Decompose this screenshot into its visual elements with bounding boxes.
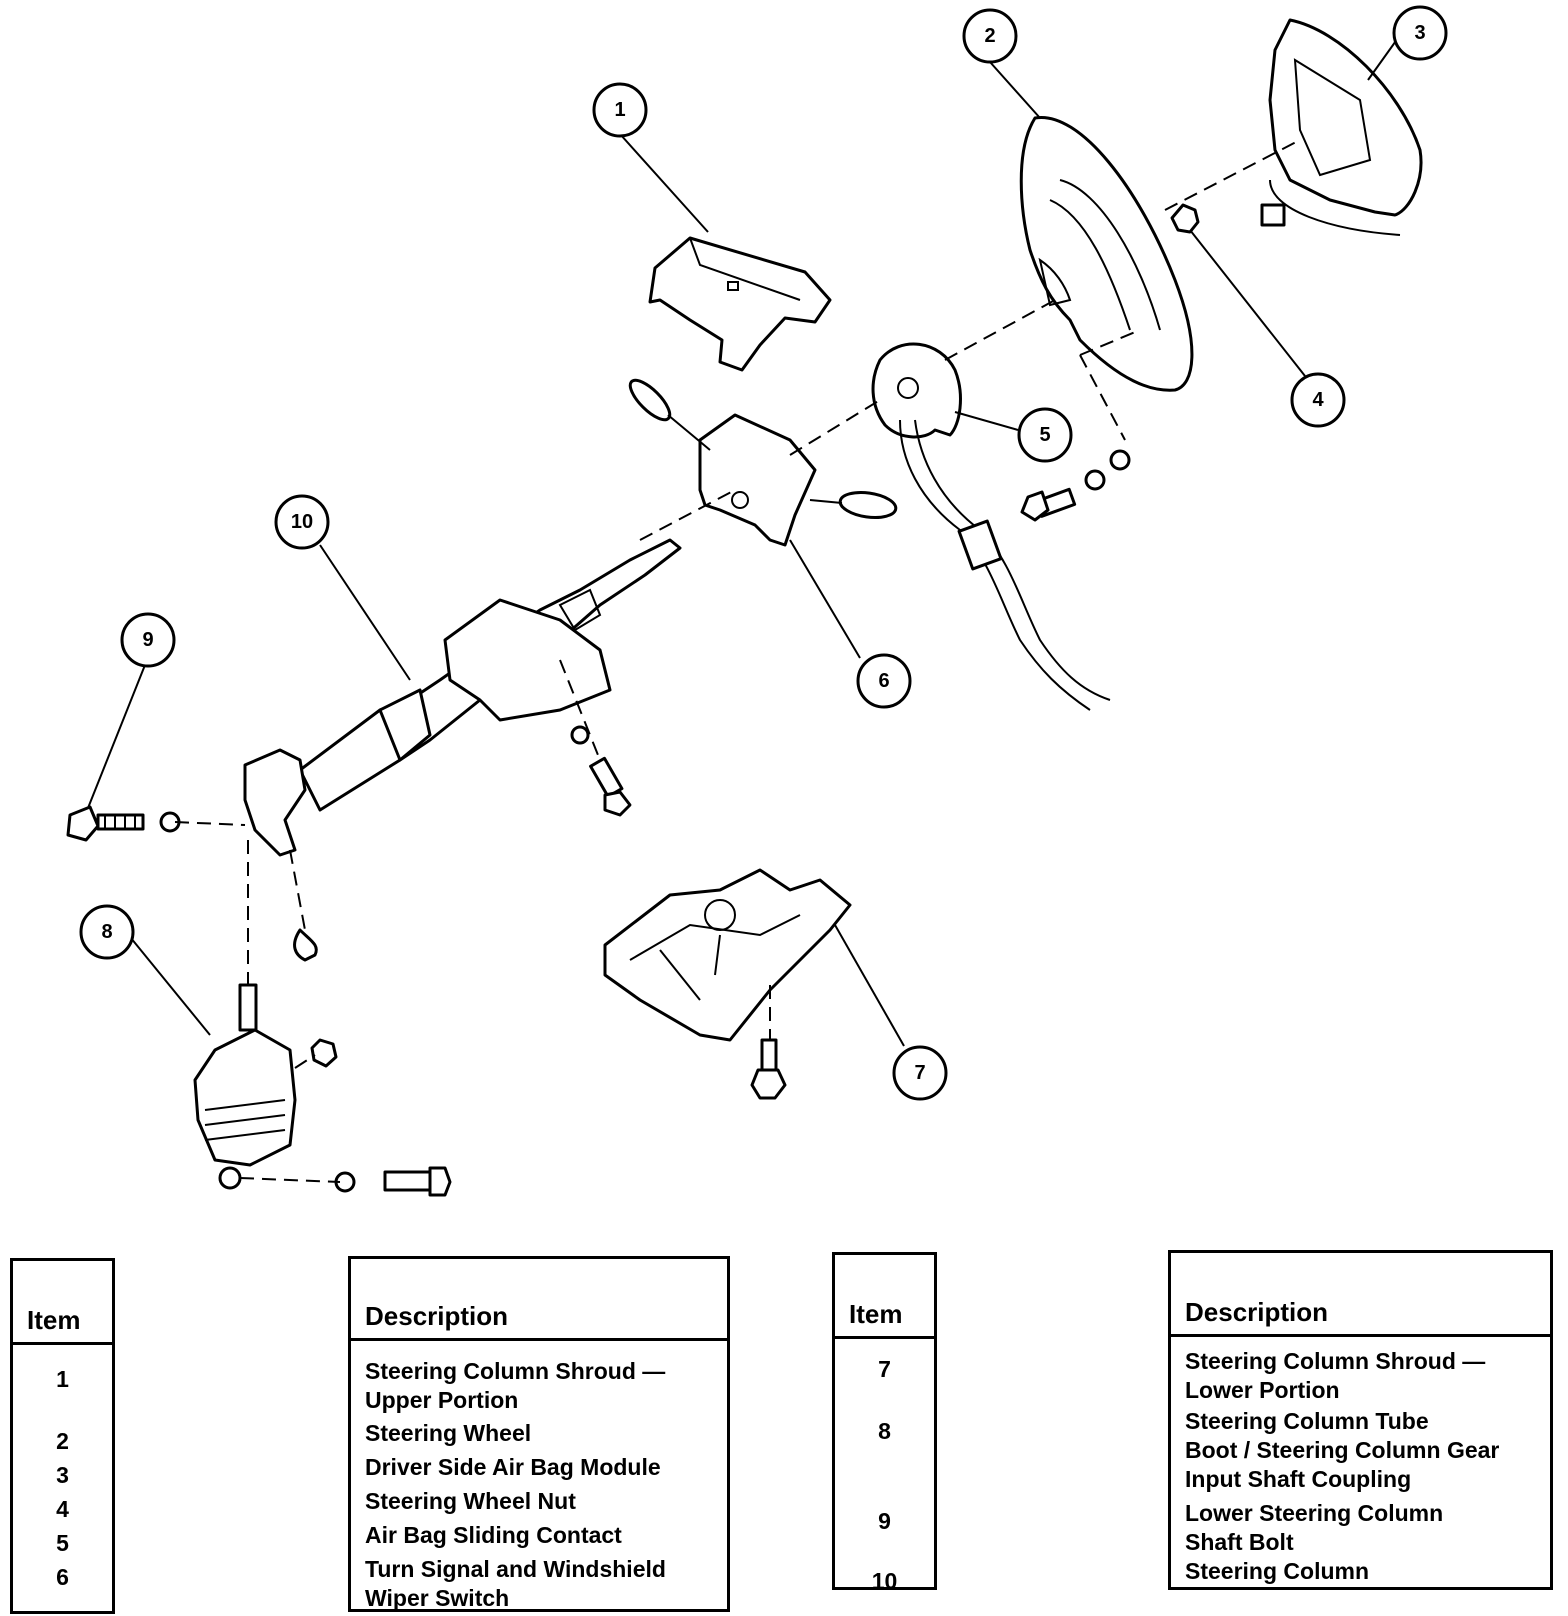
misc-fasteners bbox=[218, 449, 1131, 1197]
item-cell: 3 bbox=[56, 1462, 69, 1488]
description-cell: Steering Column Tube Boot / Steering Col… bbox=[1185, 1408, 1500, 1492]
item-cell: 4 bbox=[56, 1496, 69, 1522]
steering-column-part bbox=[298, 538, 682, 812]
description-cell: Driver Side Air Bag Module bbox=[365, 1454, 661, 1480]
callout-6: 6 bbox=[856, 653, 912, 709]
description-cell: Steering Wheel Nut bbox=[365, 1488, 576, 1514]
legend-right-description-column: Description Steering Column Shroud — Low… bbox=[1168, 1250, 1553, 1590]
item-cell: 9 bbox=[878, 1508, 891, 1534]
alignment-lines bbox=[174, 139, 1301, 1183]
item-cell: 8 bbox=[878, 1418, 891, 1444]
wheel-nut-part bbox=[1170, 203, 1200, 234]
description-cell: Steering Wheel bbox=[365, 1420, 532, 1446]
legend-left-item-column: Item 1 2 3 4 5 6 bbox=[10, 1258, 115, 1614]
description-header: Description bbox=[351, 1259, 727, 1341]
shaft-bolt-part bbox=[66, 748, 318, 962]
description-cell: Steering Column Shroud — Lower Portion bbox=[1185, 1348, 1486, 1403]
callout-3: 3 bbox=[1392, 5, 1448, 61]
svg-text:1: 1 bbox=[614, 99, 625, 121]
steering-wheel-part bbox=[1019, 116, 1194, 392]
svg-text:7: 7 bbox=[914, 1062, 925, 1084]
svg-text:6: 6 bbox=[878, 670, 889, 692]
item-cell: 10 bbox=[871, 1568, 898, 1594]
description-header: Description bbox=[1171, 1253, 1550, 1337]
svg-text:8: 8 bbox=[101, 921, 112, 943]
item-cell: 5 bbox=[56, 1530, 69, 1556]
description-cell: Turn Signal and Windshield Wiper Switch bbox=[365, 1556, 666, 1611]
item-cell: 2 bbox=[56, 1428, 69, 1454]
callout-2: 2 bbox=[962, 8, 1018, 64]
svg-text:3: 3 bbox=[1414, 22, 1425, 44]
svg-text:4: 4 bbox=[1312, 389, 1324, 411]
item-header: Item bbox=[835, 1255, 934, 1339]
item-cell: 6 bbox=[56, 1564, 69, 1590]
air-bag-module-part bbox=[1260, 18, 1423, 236]
description-cell: Air Bag Sliding Contact bbox=[365, 1522, 622, 1548]
lower-shroud-part bbox=[603, 868, 852, 1042]
callout-7: 7 bbox=[892, 1045, 948, 1101]
item-header: Item bbox=[13, 1261, 112, 1345]
item-cell: 7 bbox=[878, 1356, 891, 1382]
turn-signal-switch-part bbox=[628, 378, 898, 547]
legend-left-description-column: Description Steering Column Shroud — Upp… bbox=[348, 1256, 730, 1612]
upper-shroud-part bbox=[648, 236, 832, 372]
description-cell: Steering Column bbox=[1185, 1558, 1370, 1584]
callout-5: 5 bbox=[1017, 407, 1073, 463]
legend-right-item-column: Item 7 8 9 10 bbox=[832, 1252, 937, 1594]
svg-text:2: 2 bbox=[984, 25, 995, 47]
exploded-view-diagram: 1 2 3 4 5 6 7 8 9 10 bbox=[66, 5, 1448, 1197]
svg-text:9: 9 bbox=[142, 629, 153, 651]
description-cell: Lower Steering Column Shaft Bolt bbox=[1185, 1500, 1444, 1555]
svg-text:5: 5 bbox=[1039, 424, 1050, 446]
sliding-contact-part bbox=[871, 342, 1111, 711]
leader-lines bbox=[87, 37, 1399, 1047]
callout-10: 10 bbox=[274, 494, 330, 550]
callout-4: 4 bbox=[1290, 372, 1346, 428]
callout-9: 9 bbox=[120, 612, 176, 668]
callout-8: 8 bbox=[79, 904, 135, 960]
callout-1: 1 bbox=[592, 82, 648, 138]
svg-text:10: 10 bbox=[291, 511, 313, 533]
item-cell: 1 bbox=[56, 1366, 69, 1392]
description-cell: Steering Column Shroud — Upper Portion bbox=[365, 1358, 666, 1413]
coupling-boot-part bbox=[193, 983, 338, 1167]
